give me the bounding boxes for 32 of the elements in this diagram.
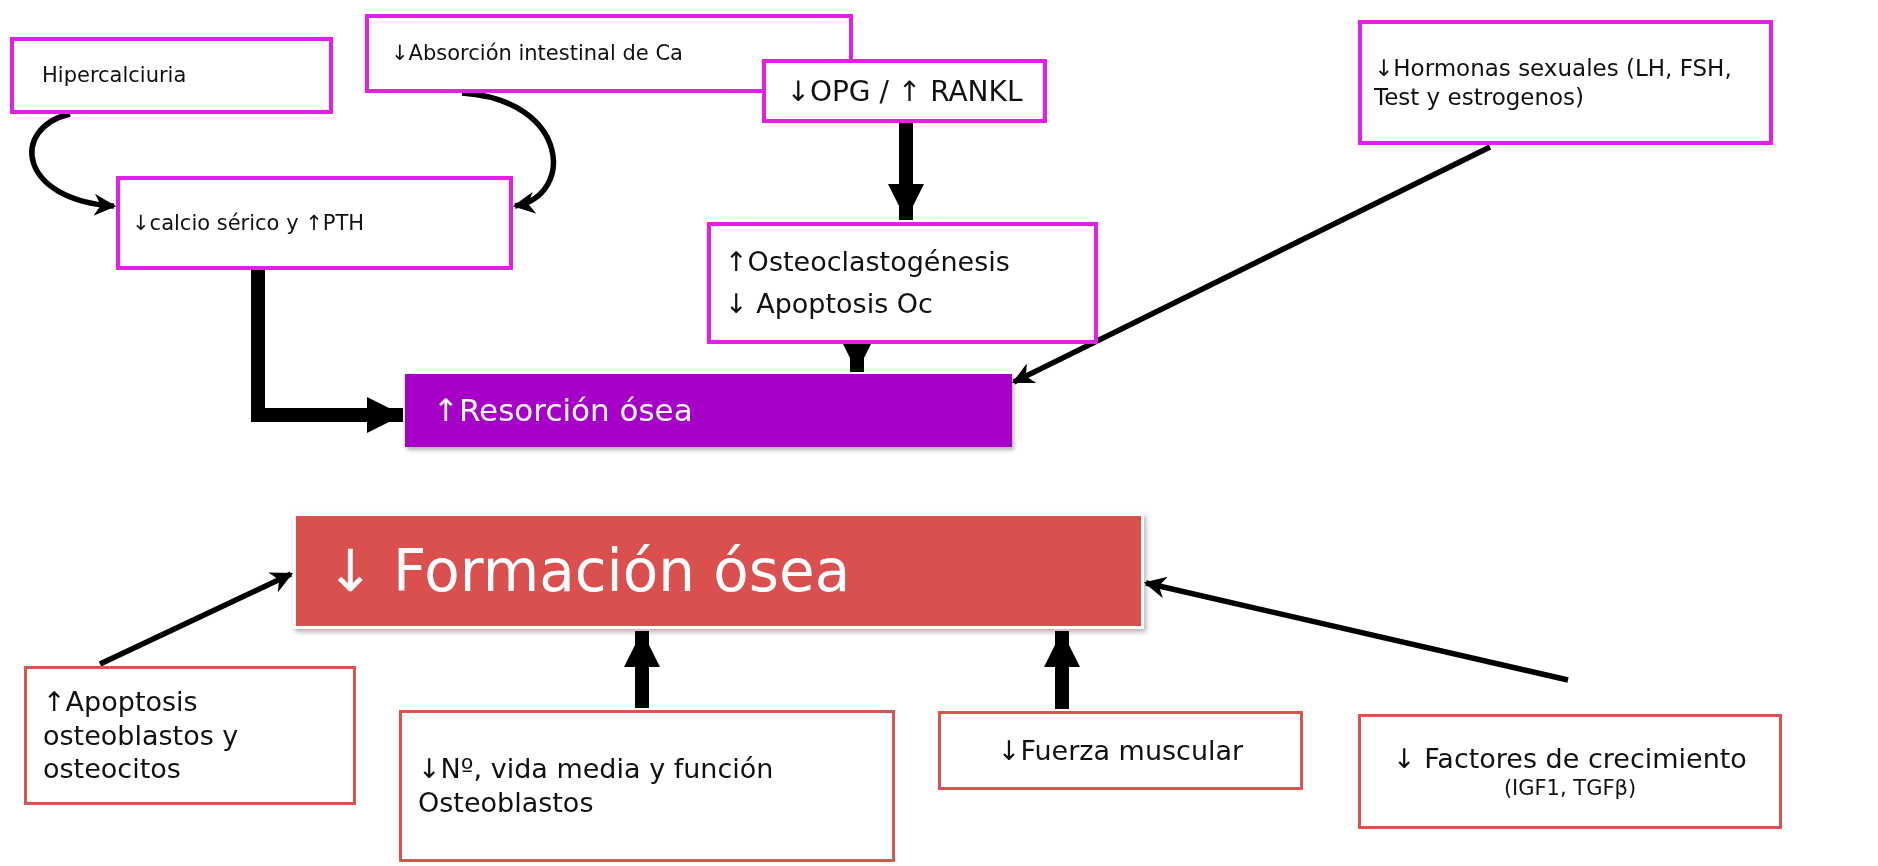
node-text: ↓Hormonas sexuales (LH, FSH, Test y estrogenos) (1374, 53, 1733, 112)
node-text: Hipercalciuria (42, 62, 188, 89)
node-text: ↓ Apoptosis Oc (725, 287, 934, 321)
arrow (1143, 576, 1569, 683)
node-text: ↓Absorción intestinal de Ca (391, 40, 684, 67)
arrow (623, 631, 661, 708)
node-text: ↓Nº, vida media y función Osteoblastos (418, 752, 775, 820)
node-text: ↑Osteoclastogénesis (725, 245, 1011, 279)
cause-box (116, 176, 513, 270)
node-text: ↑Apoptosis osteoblastos y osteocitos (43, 684, 240, 787)
node-text: ↓Fuerza muscular (996, 733, 1245, 768)
cause-box (24, 666, 356, 805)
cause-box (10, 37, 333, 114)
arrow (98, 571, 293, 667)
outcome-box (293, 513, 1144, 629)
effect-box (405, 374, 1012, 447)
arrow (251, 270, 403, 434)
arrow (1012, 144, 1492, 385)
cause-box (938, 711, 1303, 790)
node-text: ↓ Formación ósea (326, 535, 852, 607)
cause-box (1358, 20, 1773, 145)
arrow (887, 123, 925, 220)
cause-box (1358, 714, 1782, 829)
arrow (1043, 631, 1081, 709)
cause-box (762, 59, 1047, 123)
cause-box (707, 222, 1098, 344)
node-text: ↓ Factores de crecimiento (1392, 741, 1748, 776)
node-text: (IGF1, TGFβ) (1502, 775, 1638, 802)
node-text: ↓calcio sérico y ↑PTH (132, 209, 366, 237)
node-text: ↓OPG / ↑ RANKL (785, 73, 1024, 109)
cause-box (399, 710, 895, 862)
node-text: ↑Resorción ósea (433, 391, 694, 430)
